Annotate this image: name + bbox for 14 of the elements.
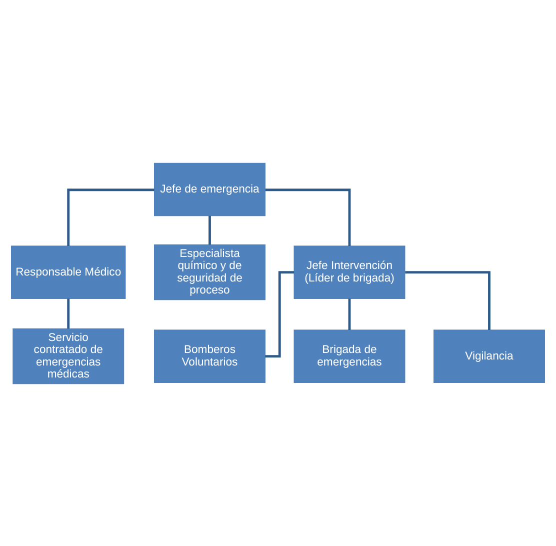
connector bbox=[208, 215, 211, 244]
node-box: Jefe de emergencia bbox=[154, 162, 266, 216]
connector bbox=[348, 298, 351, 330]
node-box: Brigada de emergencias bbox=[294, 329, 406, 382]
node-box: Jefe Intervención (Líder de brigada) bbox=[294, 245, 406, 298]
node-box: Especialista químico y de seguridad de proceso bbox=[154, 244, 266, 300]
connector bbox=[67, 298, 70, 328]
node-box: Vigilancia bbox=[434, 329, 545, 382]
connector bbox=[67, 188, 154, 246]
connector bbox=[405, 270, 490, 330]
node-box: Bomberos Voluntarios bbox=[154, 329, 266, 382]
connector bbox=[265, 188, 351, 246]
node-box: Servicio contratado de emergencias médicas bbox=[12, 328, 124, 384]
node-box: Responsable Médico bbox=[11, 245, 126, 298]
